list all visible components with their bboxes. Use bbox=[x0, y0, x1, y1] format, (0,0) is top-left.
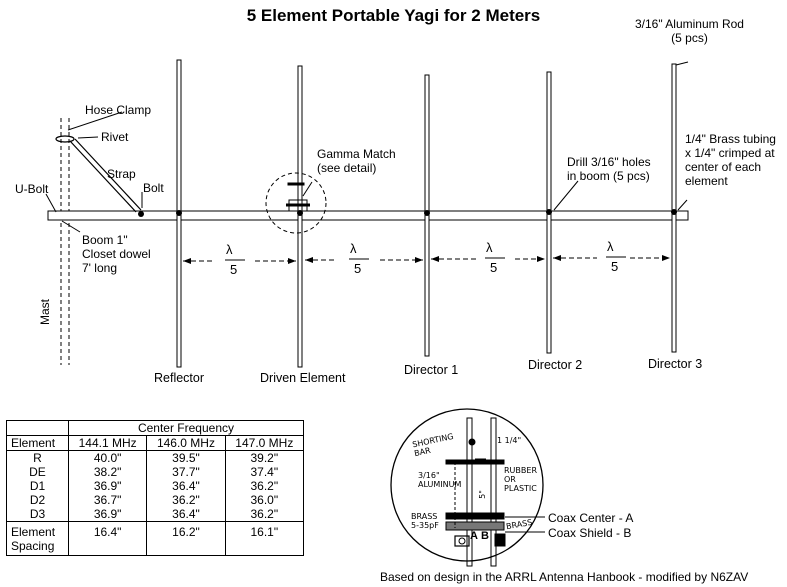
element-director-3 bbox=[671, 63, 677, 353]
spacing-five-4: 5 bbox=[611, 259, 619, 274]
detail-width: 1 1/4" bbox=[497, 436, 522, 445]
hose-clamp-label: Hose Clamp bbox=[85, 103, 152, 117]
column-header: 144.1 MHz bbox=[67, 435, 148, 451]
table-header: Center Frequency bbox=[67, 420, 305, 436]
gamma-match-hardware bbox=[265, 172, 327, 234]
table-row: DE 38.2" 37.7" 37.4" bbox=[6, 465, 305, 479]
fraction-bars bbox=[225, 256, 626, 261]
element-driven bbox=[297, 65, 303, 368]
aluminum-rod-label: 3/16" Aluminum Rod (5 pcs) bbox=[635, 17, 744, 45]
drill-holes-label: Drill 3/16" holes in boom (5 pcs) bbox=[567, 155, 651, 183]
element-label-reflector: Reflector bbox=[154, 371, 205, 385]
detail-aluminum: 3/16" ALUMINUM bbox=[418, 471, 462, 489]
strap-label: Strap bbox=[107, 167, 136, 181]
bolt-label: Bolt bbox=[143, 181, 164, 195]
boom-label: Boom 1" Closet dowel 7' long bbox=[82, 233, 151, 275]
boom bbox=[47, 210, 689, 221]
element-label-director-1: Director 1 bbox=[404, 363, 459, 377]
element-label-director-3: Director 3 bbox=[648, 357, 703, 371]
spacing-lambda-2: λ bbox=[350, 241, 357, 256]
column-header: Element bbox=[6, 435, 69, 451]
brass-tubing-label: 1/4" Brass tubing x 1/4" crimped at cent… bbox=[685, 132, 776, 188]
arrow-heads bbox=[183, 255, 670, 264]
coax-center-label: Coax Center - A bbox=[548, 511, 634, 525]
table-row: D3 36.9" 36.4" 36.2" bbox=[6, 507, 305, 522]
spacing-lambda-3: λ bbox=[486, 240, 493, 255]
spacing-five-3: 5 bbox=[490, 260, 498, 275]
detail-rubber: RUBBER OR PLASTIC bbox=[504, 466, 538, 493]
spacing-lambda-1: λ bbox=[226, 242, 233, 257]
table-row: R 40.0" 39.5" 39.2" bbox=[6, 450, 305, 465]
detail-brass-left: BRASS 5-35pF bbox=[411, 512, 439, 530]
strap bbox=[55, 135, 142, 213]
detail-a: A bbox=[470, 530, 478, 542]
spacing-five-1: 5 bbox=[230, 262, 238, 277]
frequency-table: Center Frequency Element 144.1 MHz 146.0… bbox=[6, 420, 305, 556]
gamma-detail-drawing bbox=[390, 408, 544, 567]
coax-shield-label: Coax Shield - B bbox=[548, 526, 632, 540]
detail-height: 5" bbox=[477, 490, 487, 499]
rivet-label: Rivet bbox=[101, 130, 129, 144]
leader-lines bbox=[45, 61, 689, 233]
diagram-title: 5 Element Portable Yagi for 2 Meters bbox=[246, 6, 541, 25]
spacing-lambda-4: λ bbox=[607, 239, 614, 254]
detail-pointers bbox=[505, 516, 545, 533]
column-header: 146.0 MHz bbox=[146, 435, 226, 451]
spacing-five-2: 5 bbox=[354, 261, 362, 276]
column-header: 147.0 MHz bbox=[224, 435, 305, 451]
mast-label: Mast bbox=[38, 298, 52, 325]
table-row: D1 36.9" 36.4" 36.2" bbox=[6, 479, 305, 493]
gamma-match-label: Gamma Match (see detail) bbox=[317, 147, 396, 175]
mount-points bbox=[138, 209, 677, 217]
detail-b: B bbox=[481, 530, 489, 542]
spacing-row: Element Spacing 16.4" 16.2" 16.1" bbox=[6, 521, 305, 556]
u-bolt-label: U-Bolt bbox=[15, 182, 49, 196]
mast-line bbox=[60, 118, 70, 365]
element-label-director-2: Director 2 bbox=[528, 358, 583, 372]
table-row: D2 36.7" 36.2" 36.0" bbox=[6, 493, 305, 507]
credit-line: Based on design in the ARRL Antenna Hanb… bbox=[380, 570, 749, 584]
element-label-driven: Driven Element bbox=[260, 371, 346, 385]
